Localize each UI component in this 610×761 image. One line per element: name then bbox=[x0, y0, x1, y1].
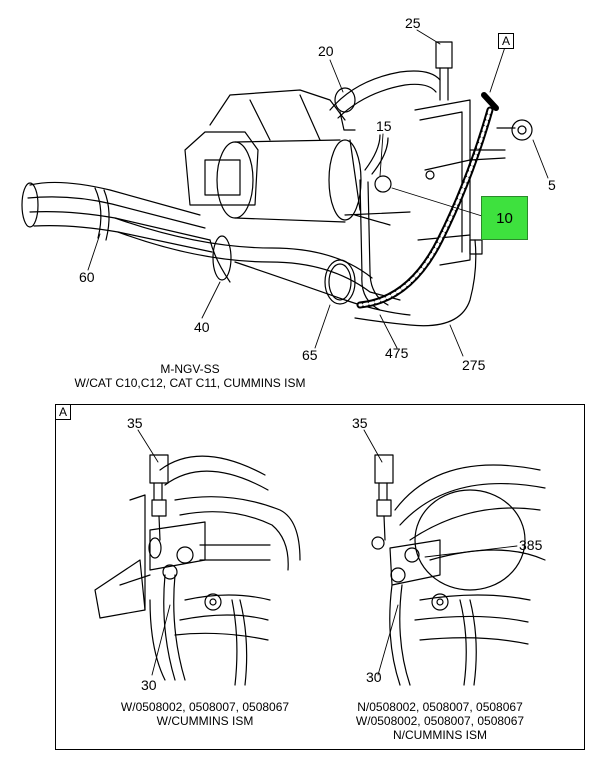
callout-40[interactable]: 40 bbox=[194, 319, 210, 335]
detail-left-artwork bbox=[94, 429, 301, 686]
detail-left-caption: W/0508002, 0508007, 0508067 W/CUMMINS IS… bbox=[95, 700, 315, 728]
callout-10-highlight[interactable]: 10 bbox=[481, 196, 528, 240]
top-caption-line2: W/CAT C10,C12, CAT C11, CUMMINS ISM bbox=[74, 376, 306, 390]
detail-left-caption-line2: W/CUMMINS ISM bbox=[156, 714, 254, 728]
detail-right-callout-385[interactable]: 385 bbox=[519, 537, 543, 553]
top-caption-line1: M-NGV-SS bbox=[160, 362, 220, 376]
wire-branch bbox=[354, 149, 506, 327]
detail-right-caption: N/0508002, 0508007, 0508067 W/0508002, 0… bbox=[330, 700, 550, 742]
detail-left-callout-30[interactable]: 30 bbox=[141, 677, 157, 693]
callout-475[interactable]: 475 bbox=[385, 345, 409, 361]
callout-15[interactable]: 15 bbox=[376, 118, 392, 134]
view-a-marker-label: A bbox=[501, 34, 510, 48]
detail-left-callout-35[interactable]: 35 bbox=[127, 415, 143, 431]
mounting-bracket bbox=[344, 99, 471, 266]
filter-canister bbox=[184, 89, 391, 226]
callout-5[interactable]: 5 bbox=[548, 177, 556, 193]
callout-275[interactable]: 275 bbox=[462, 357, 486, 373]
top-view-caption: M-NGV-SS W/CAT C10,C12, CAT C11, CUMMINS… bbox=[40, 362, 340, 390]
detail-right-caption-line1: N/0508002, 0508007, 0508067 bbox=[357, 700, 523, 714]
line-20 bbox=[329, 70, 441, 131]
callout-60[interactable]: 60 bbox=[79, 269, 95, 285]
line-15 bbox=[359, 134, 392, 311]
detail-right-callout-30[interactable]: 30 bbox=[366, 669, 382, 685]
detail-right-artwork bbox=[363, 429, 546, 686]
detail-a-marker-label: A bbox=[58, 405, 67, 419]
connector-25 bbox=[435, 41, 453, 101]
callout-10-label: 10 bbox=[496, 209, 513, 227]
callout-25[interactable]: 25 bbox=[405, 15, 421, 31]
ring-terminal-5 bbox=[496, 119, 533, 141]
hose-40 bbox=[114, 217, 411, 316]
clamp-65 bbox=[324, 259, 356, 305]
callout-65[interactable]: 65 bbox=[302, 347, 318, 363]
view-a-marker[interactable]: A bbox=[498, 33, 514, 49]
detail-right-caption-line3: N/CUMMINS ISM bbox=[393, 728, 487, 742]
detail-right-callout-35[interactable]: 35 bbox=[352, 415, 368, 431]
detail-left-caption-line1: W/0508002, 0508007, 0508067 bbox=[120, 700, 290, 714]
detail-a-marker: A bbox=[55, 404, 71, 420]
callout-20[interactable]: 20 bbox=[318, 43, 334, 59]
leader-lines-top bbox=[87, 29, 549, 357]
detail-view-frame bbox=[55, 404, 585, 750]
detail-right-caption-line2: W/0508002, 0508007, 0508067 bbox=[355, 714, 525, 728]
hose-bundle-60 bbox=[21, 181, 213, 253]
